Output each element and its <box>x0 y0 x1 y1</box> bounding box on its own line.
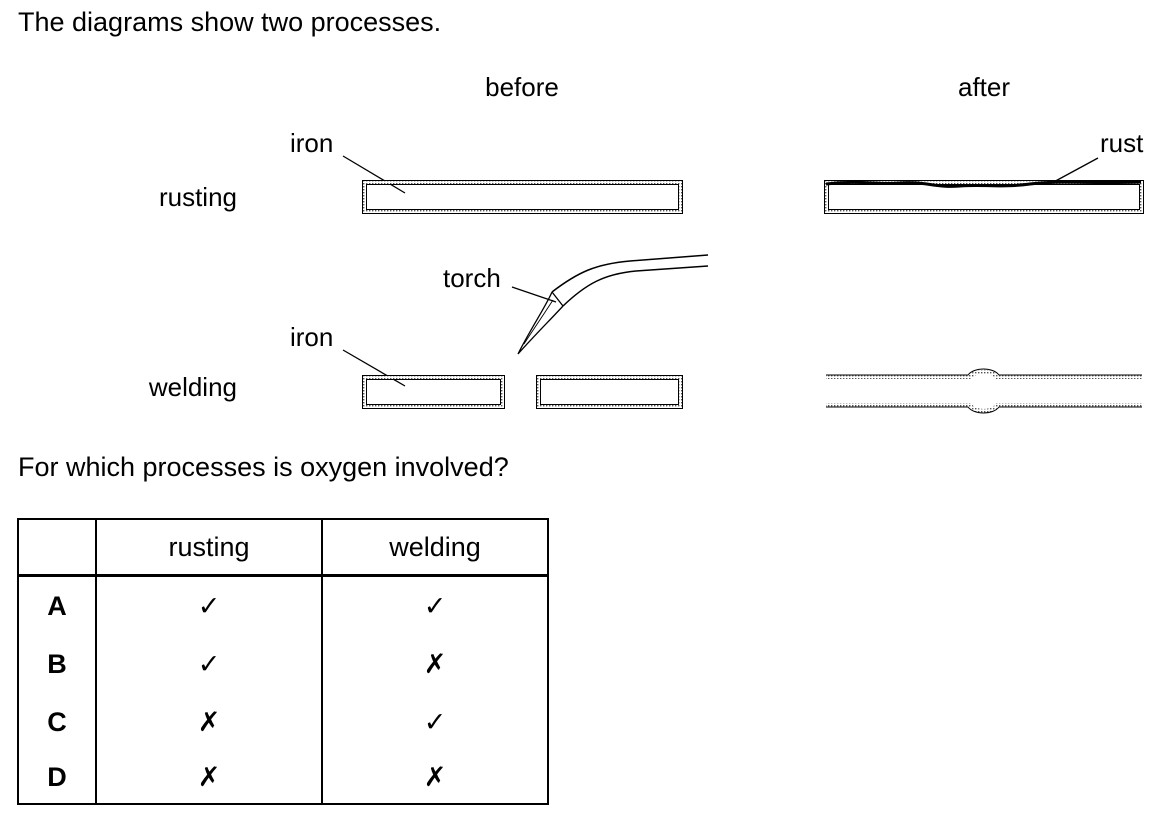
option-row-a[interactable]: A ✓ ✓ <box>17 575 549 635</box>
option-letter: A <box>17 575 97 635</box>
header-rusting: rusting <box>95 518 323 577</box>
welded-bar-after <box>826 368 1142 414</box>
header-blank <box>17 518 97 577</box>
iron-bar-before-rusting <box>362 180 683 214</box>
torch-icon <box>517 254 709 355</box>
question-text: For which processes is oxygen involved? <box>18 452 509 482</box>
option-letter: C <box>17 693 97 751</box>
option-row-d[interactable]: D ✗ ✗ <box>17 751 549 805</box>
table-header-row: rusting welding <box>17 518 549 577</box>
row-label-welding: welding <box>148 372 237 402</box>
rust-label: rust <box>1100 128 1144 158</box>
rusting-mark: ✗ <box>95 693 323 751</box>
answer-options-table: rusting welding A ✓ ✓ B ✓ ✗ C ✗ ✓ D ✗ ✗ <box>17 518 549 805</box>
welding-mark: ✗ <box>321 635 549 693</box>
iron-bar-left-welding <box>362 375 505 409</box>
rusting-mark: ✓ <box>95 575 323 635</box>
rust-leader <box>1049 157 1099 185</box>
torch-leader <box>511 286 557 303</box>
process-diagram: before after rusting welding iron rust t… <box>148 72 1144 414</box>
iron-leader-rusting <box>342 155 406 194</box>
rusting-mark: ✗ <box>95 751 323 805</box>
iron-label-welding: iron <box>290 322 333 352</box>
option-row-c[interactable]: C ✗ ✓ <box>17 693 549 751</box>
rusting-mark: ✓ <box>95 635 323 693</box>
welding-mark: ✗ <box>321 751 549 805</box>
heading-before: before <box>485 72 559 102</box>
heading-after: after <box>958 72 1010 102</box>
row-label-rusting: rusting <box>159 182 237 212</box>
rust-layer <box>825 180 1142 188</box>
option-letter: B <box>17 635 97 693</box>
iron-bar-after-rusting <box>824 180 1144 214</box>
option-letter: D <box>17 751 97 805</box>
iron-leader-welding <box>342 349 406 387</box>
iron-bar-right-welding <box>536 375 683 409</box>
welding-mark: ✓ <box>321 693 549 751</box>
header-welding: welding <box>321 518 549 577</box>
option-row-b[interactable]: B ✓ ✗ <box>17 635 549 693</box>
torch-label: torch <box>443 263 501 293</box>
iron-label-rusting: iron <box>290 128 333 158</box>
intro-text: The diagrams show two processes. <box>18 7 442 37</box>
welding-mark: ✓ <box>321 575 549 635</box>
